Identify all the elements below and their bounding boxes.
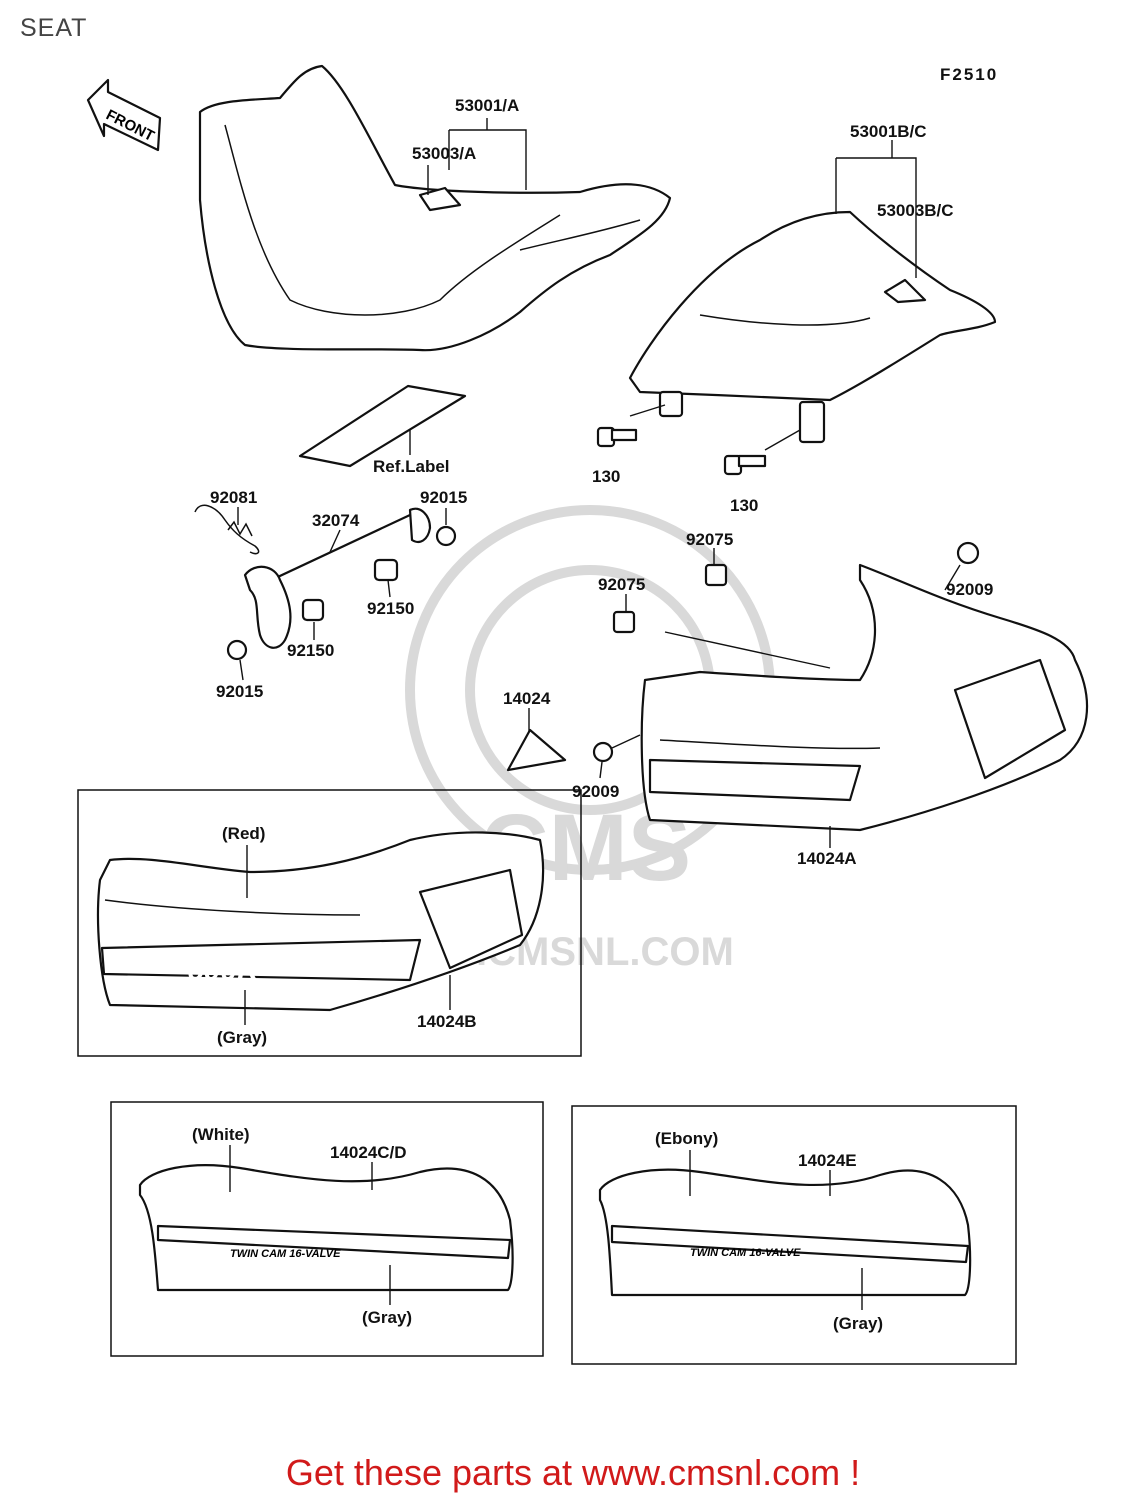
label-ref: Ref.Label: [373, 457, 450, 476]
label-53003a: 53003/A: [412, 144, 476, 163]
ref-label-sticker: [298, 384, 467, 468]
decal-engine-e: TWIN CAM 16-VALVE: [690, 1247, 801, 1259]
label-gray-cd: (Gray): [362, 1308, 412, 1327]
side-cover-14024e: TWIN CAM 16-VALVE: [598, 1168, 972, 1297]
label-130-a: 130: [592, 467, 620, 486]
bolt-130-a: [596, 404, 666, 448]
side-cover-14024b: 600R: [96, 831, 545, 1012]
label-gray-b: (Gray): [217, 1028, 267, 1047]
panel-14024e: [571, 1105, 1017, 1365]
figure-code: F2510: [940, 65, 998, 84]
label-92075-a: 92075: [686, 530, 733, 549]
label-gray-e: (Gray): [833, 1314, 883, 1333]
side-cover-14024a: 600R: [640, 563, 1089, 832]
label-92015-top: 92015: [420, 488, 467, 507]
label-14024a: 14024A: [797, 849, 857, 868]
label-92015-bottom: 92015: [216, 682, 263, 701]
label-14024b: 14024B: [417, 1012, 477, 1031]
side-cover-14024cd: TWIN CAM 16-VALVE: [138, 1164, 514, 1292]
label-red: (Red): [222, 824, 265, 843]
label-14024: 14024: [503, 689, 551, 708]
bolt-130-b: [723, 429, 801, 476]
front-seat: [198, 64, 672, 352]
bracket-14024: [506, 728, 567, 772]
label-53003bc: 53003B/C: [877, 201, 954, 220]
decal-600r-b: 600R: [187, 954, 259, 987]
seat-latch-assembly: [194, 504, 457, 661]
label-white: (White): [192, 1125, 250, 1144]
decal-600r-a: 600R: [737, 768, 799, 798]
bolt-92009-mid: [592, 734, 641, 763]
front-arrow-icon: FRONT: [86, 78, 162, 152]
label-32074: 32074: [312, 511, 360, 530]
clip-92075-b: [612, 610, 636, 634]
label-92075-b: 92075: [598, 575, 645, 594]
label-130-b: 130: [730, 496, 758, 515]
leader-lines: [229, 118, 917, 1310]
bolt-92009-top: [944, 541, 980, 591]
label-ebony: (Ebony): [655, 1129, 718, 1148]
label-92009-mid: 92009: [572, 782, 619, 801]
clip-92075-a: [704, 563, 728, 587]
label-53001a: 53001/A: [455, 96, 519, 115]
label-14024cd: 14024C/D: [330, 1143, 407, 1162]
label-53001bc: 53001B/C: [850, 122, 927, 141]
parts-diagram: CMS WWW.CMSNL.COM F2510 FRONT: [77, 64, 1089, 1365]
label-92150-a: 92150: [367, 599, 414, 618]
label-14024e: 14024E: [798, 1151, 857, 1170]
decal-engine-cd: TWIN CAM 16-VALVE: [230, 1248, 341, 1260]
label-92009-top: 92009: [946, 580, 993, 599]
label-92150-b: 92150: [287, 641, 334, 660]
label-92081: 92081: [210, 488, 257, 507]
shop-link[interactable]: Get these parts at www.cmsnl.com !: [285, 1452, 861, 1493]
panel-14024cd: [110, 1101, 544, 1357]
page-title: SEAT: [20, 14, 88, 42]
panel-14024b: [77, 789, 582, 1057]
rear-seat: [628, 210, 997, 444]
